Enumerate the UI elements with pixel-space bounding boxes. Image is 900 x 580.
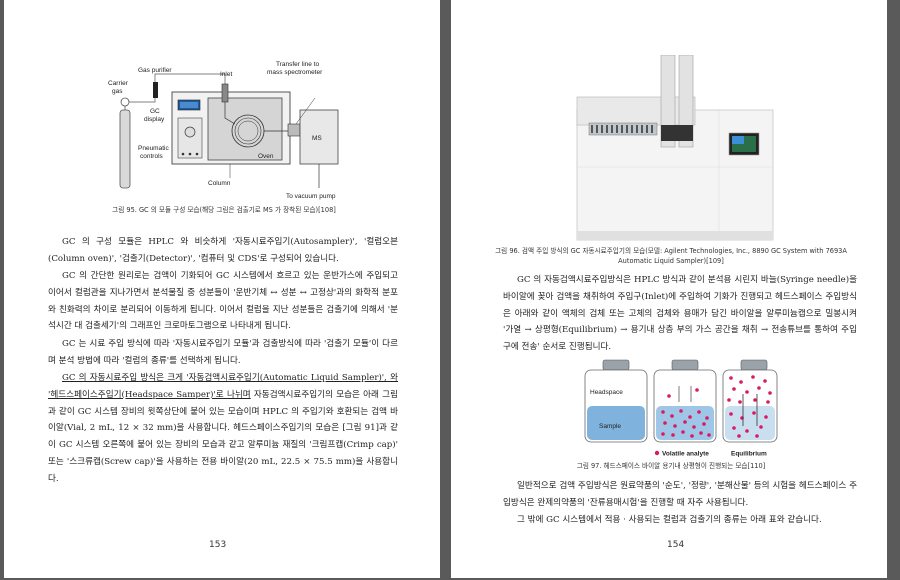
figure-95-caption: 그림 95. GC 의 모듈 구성 모습(해당 그림은 검출기로 MS 가 장착… bbox=[112, 206, 336, 214]
label-headspace: Headspace bbox=[590, 389, 623, 396]
inlet bbox=[221, 83, 229, 103]
analyte-dots-2 bbox=[661, 388, 711, 438]
right-page: 그림 96. 검액 주입 방식의 GC 자동시료주입기의 모습(모델: Agil… bbox=[451, 0, 887, 578]
vial-1-liquid bbox=[587, 406, 645, 440]
headspace-vial-diagram: Headspace Sample Volatile analyte Equili… bbox=[584, 359, 778, 458]
paragraph-right-2: 일반적으로 검액 주입방식은 원료약품의 '순도', '정량', '분해산물' … bbox=[503, 481, 857, 508]
label-gas-purifier: Gas purifier bbox=[138, 67, 172, 74]
transfer-line bbox=[287, 123, 301, 137]
paragraph-1: GC 의 구성 모듈은 HPLC 와 비슷하게 '자동시료주입기(Autosam… bbox=[48, 237, 398, 264]
carrier-gas-cylinder bbox=[119, 109, 131, 189]
paragraph-4-underlined: GC 의 자동시료주입 방식은 크게 '자동검액시료주입기(Automatic … bbox=[48, 373, 398, 400]
analyte-dots-3 bbox=[727, 375, 772, 438]
label-sample: Sample bbox=[599, 423, 621, 430]
page-number-left: 153 bbox=[209, 540, 227, 550]
paragraph-right-3: 그 밖에 GC 시스템에서 적용 · 사용되는 컬럼과 검출기의 종류는 아래 … bbox=[517, 515, 822, 525]
gc-module-diagram: Gas purifier Carrier gas Inlet Transfer … bbox=[108, 61, 339, 200]
label-equilibrium: Equilibrium bbox=[731, 451, 767, 458]
label-inlet: Inlet bbox=[220, 71, 232, 78]
paragraph-2: GC 의 간단한 원리로는 검액이 기화되어 GC 시스템에서 흐르고 있는 운… bbox=[48, 271, 398, 332]
label-gc-1: GC bbox=[150, 108, 160, 115]
label-vacuum: To vacuum pump bbox=[286, 193, 336, 200]
legend-dot bbox=[654, 450, 660, 456]
label-carrier: Carrier bbox=[108, 80, 129, 87]
injector-tower-1 bbox=[660, 55, 676, 148]
paragraph-right-1: GC 의 자동검액시료주입방식은 HPLC 방식과 같이 분석용 시린지 바늘(… bbox=[503, 275, 857, 353]
gc-autosampler-photo bbox=[576, 55, 774, 241]
left-page: Gas purifier Carrier gas Inlet Transfer … bbox=[4, 0, 440, 578]
column-oven bbox=[207, 97, 283, 161]
gas-purifier bbox=[153, 82, 158, 98]
paragraph-4-rest: 자동검액시료주입기의 모습은 아래 그림과 같이 GC 시스템 장비의 윗쪽상단… bbox=[48, 389, 398, 484]
mass-spectrometer bbox=[299, 109, 339, 165]
label-oven: Oven bbox=[258, 153, 274, 160]
figure-97-caption: 그림 97. 헤드스페이스 바이알 용기내 상평형이 진행되는 모습[110] bbox=[576, 462, 766, 470]
injector-tower-2 bbox=[678, 55, 694, 148]
label-ms: MS bbox=[312, 135, 322, 142]
pneumatic-controls bbox=[177, 117, 203, 159]
label-display: display bbox=[144, 116, 165, 123]
paragraph-3: GC 는 시료 주입 방식에 따라 '자동시료주입기 모듈'과 검출방식에 따라… bbox=[48, 339, 398, 366]
label-transfer-2: mass spectrometer bbox=[267, 69, 323, 76]
figure-96-caption: 그림 96. 검액 주입 방식의 GC 자동시료주입기의 모습(모델: Agil… bbox=[495, 247, 847, 265]
label-gas: gas bbox=[112, 88, 123, 95]
page-number-right: 154 bbox=[667, 540, 685, 550]
label-controls: controls bbox=[140, 153, 164, 160]
label-transfer-1: Transfer line to bbox=[276, 61, 319, 68]
paragraph-4: GC 의 자동시료주입 방식은 크게 '자동검액시료주입기(Automatic … bbox=[48, 370, 398, 488]
label-column: Column bbox=[208, 180, 231, 187]
label-volatile-analyte: Volatile analyte bbox=[662, 451, 709, 458]
label-pneumatic: Pneumatic bbox=[138, 145, 169, 152]
regulator-icon bbox=[120, 97, 130, 107]
vial-3-liquid bbox=[725, 406, 775, 440]
